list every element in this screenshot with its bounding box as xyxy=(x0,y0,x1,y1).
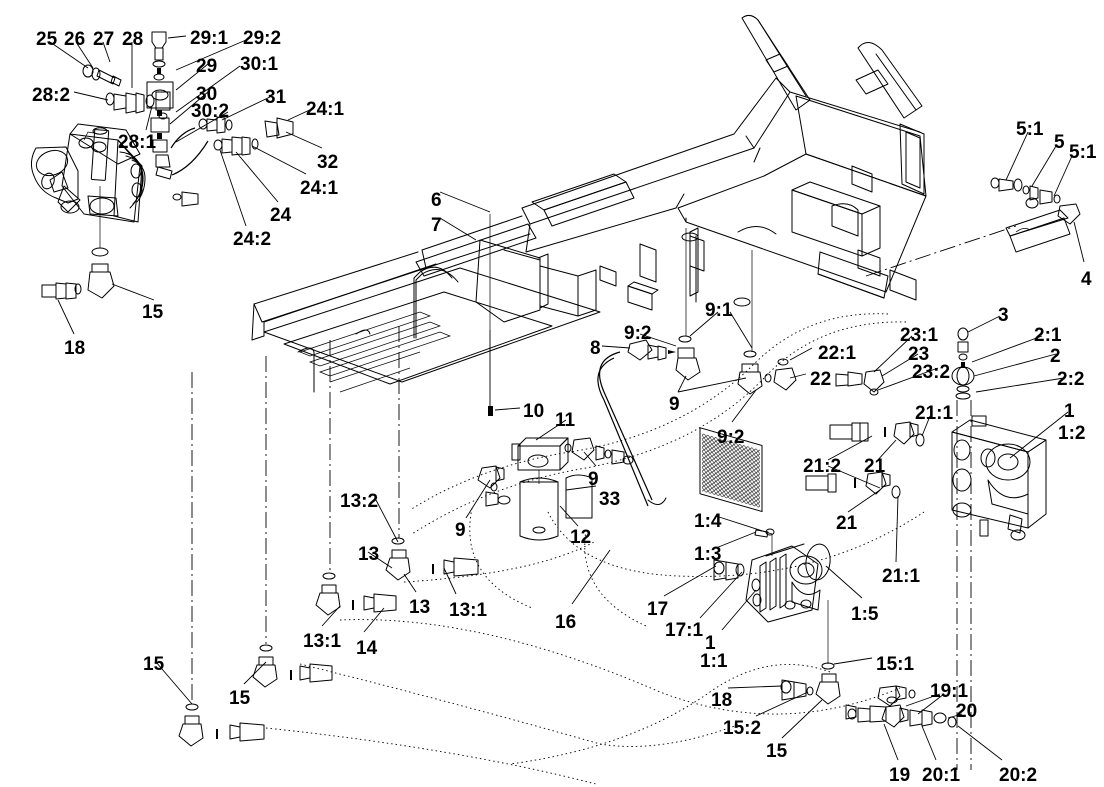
callout-20-1: 20:1 xyxy=(922,765,961,786)
callout-19: 19 xyxy=(889,765,911,786)
callout-30: 30 xyxy=(196,84,218,105)
callout-9: 9 xyxy=(669,394,680,415)
callout-21: 21 xyxy=(836,513,858,534)
callout-20-2: 20:2 xyxy=(999,765,1038,786)
callout-9: 9 xyxy=(455,520,466,541)
lower-center-pump xyxy=(713,528,831,623)
callout-9-2: 9:2 xyxy=(717,427,745,448)
part-25-26-27-bolt xyxy=(82,64,122,87)
callout-21-2: 21:2 xyxy=(803,456,842,477)
callout-24: 24 xyxy=(270,205,292,226)
callout-5-1: 5:1 xyxy=(1016,119,1044,140)
callout-8: 8 xyxy=(590,338,601,359)
callout-7: 7 xyxy=(431,215,442,236)
callout-28: 28 xyxy=(122,29,144,50)
fittings-group-19-20 xyxy=(845,685,957,728)
part-28-fittings xyxy=(105,91,171,120)
callout-6: 6 xyxy=(431,190,442,211)
callout-28-2: 28:2 xyxy=(32,85,71,106)
callout-2: 2 xyxy=(1050,346,1061,367)
fittings-group-23-2-3 xyxy=(835,327,975,770)
callout-1-2: 1:2 xyxy=(1058,423,1086,444)
part-29-30-vertical-stack xyxy=(146,31,209,180)
callout-14: 14 xyxy=(356,638,378,659)
callout-15-1: 15:1 xyxy=(876,654,915,675)
callout-20: 20 xyxy=(956,701,978,722)
callout-29-2: 29:2 xyxy=(243,28,282,49)
callout-2-2: 2:2 xyxy=(1057,369,1085,390)
callout-19-1: 19:1 xyxy=(930,681,969,702)
callout-26: 26 xyxy=(64,29,86,50)
fittings-group-4-5 xyxy=(865,177,1081,277)
callout-18: 18 xyxy=(711,690,733,711)
callout-15: 15 xyxy=(229,688,251,709)
callout-21-1: 21:1 xyxy=(882,566,921,587)
callout-1-5: 1:5 xyxy=(851,604,879,625)
callout-16: 16 xyxy=(555,612,577,633)
callout-17: 17 xyxy=(647,599,669,620)
callout-2-1: 2:1 xyxy=(1034,325,1062,346)
callout-21-1: 21:1 xyxy=(915,403,954,424)
callout-15: 15 xyxy=(142,302,164,323)
callout-5: 5 xyxy=(1054,132,1065,153)
callout-1-1: 1:1 xyxy=(700,651,728,672)
callout-30-1: 30:1 xyxy=(240,54,279,75)
callout-11: 11 xyxy=(555,410,576,431)
callout-33: 33 xyxy=(599,489,621,510)
callout-15: 15 xyxy=(143,654,165,675)
callout-24-1: 24:1 xyxy=(306,99,345,120)
callout-24-1: 24:1 xyxy=(300,178,339,199)
fittings-group-13-14-15 xyxy=(178,326,479,747)
callout-30-2: 30:2 xyxy=(191,101,230,122)
callout-13-2: 13:2 xyxy=(340,491,379,512)
right-valve-block xyxy=(951,415,1047,541)
callout-21: 21 xyxy=(864,456,886,477)
fittings-group-9 xyxy=(627,228,797,395)
part-32-fitting xyxy=(172,191,199,207)
callout-22: 22 xyxy=(810,369,832,390)
callout-18: 18 xyxy=(64,338,86,359)
callout-29: 29 xyxy=(196,56,218,77)
callout-15-2: 15:2 xyxy=(723,718,762,739)
callout-22-1: 22:1 xyxy=(818,343,857,364)
callout-29-1: 29:1 xyxy=(190,28,229,49)
callout-12: 12 xyxy=(570,527,592,548)
callout-15: 15 xyxy=(766,741,788,762)
upper-left-pump-assembly xyxy=(30,123,146,223)
part-24-31-fittings xyxy=(170,116,294,156)
callout-1: 1 xyxy=(705,633,716,654)
callout-31: 31 xyxy=(265,87,287,108)
callout-23: 23 xyxy=(908,344,930,365)
callout-13: 13 xyxy=(358,544,380,565)
callout-9-2: 9:2 xyxy=(624,323,652,344)
callout-24-2: 24:2 xyxy=(233,229,272,250)
callout-5-1: 5:1 xyxy=(1069,142,1097,163)
chassis-frame-assembly xyxy=(251,14,927,513)
callout-32: 32 xyxy=(317,152,339,173)
callout-13: 13 xyxy=(409,597,431,618)
callout-28-1: 28:1 xyxy=(118,132,157,153)
callout-1-4: 1:4 xyxy=(694,511,722,532)
callout-3: 3 xyxy=(998,305,1009,326)
callout-9-1: 9:1 xyxy=(705,300,733,321)
hose-routings xyxy=(265,313,925,785)
callout-4: 4 xyxy=(1081,269,1092,290)
callout-9: 9 xyxy=(588,469,599,490)
callout-23-1: 23:1 xyxy=(900,325,939,346)
part-15-18-upper-left xyxy=(41,186,115,300)
callout-27: 27 xyxy=(93,29,115,50)
callout-1: 1 xyxy=(1064,401,1075,422)
callout-13-1: 13:1 xyxy=(449,600,488,621)
callout-10: 10 xyxy=(523,401,545,422)
callout-13-1: 13:1 xyxy=(303,631,342,652)
callout-23-2: 23:2 xyxy=(912,362,951,383)
leader-lines xyxy=(49,35,1085,761)
callout-25: 25 xyxy=(36,29,58,50)
callout-17-1: 17:1 xyxy=(665,620,704,641)
callout-1-3: 1:3 xyxy=(694,544,722,565)
fittings-group-21 xyxy=(805,421,925,499)
